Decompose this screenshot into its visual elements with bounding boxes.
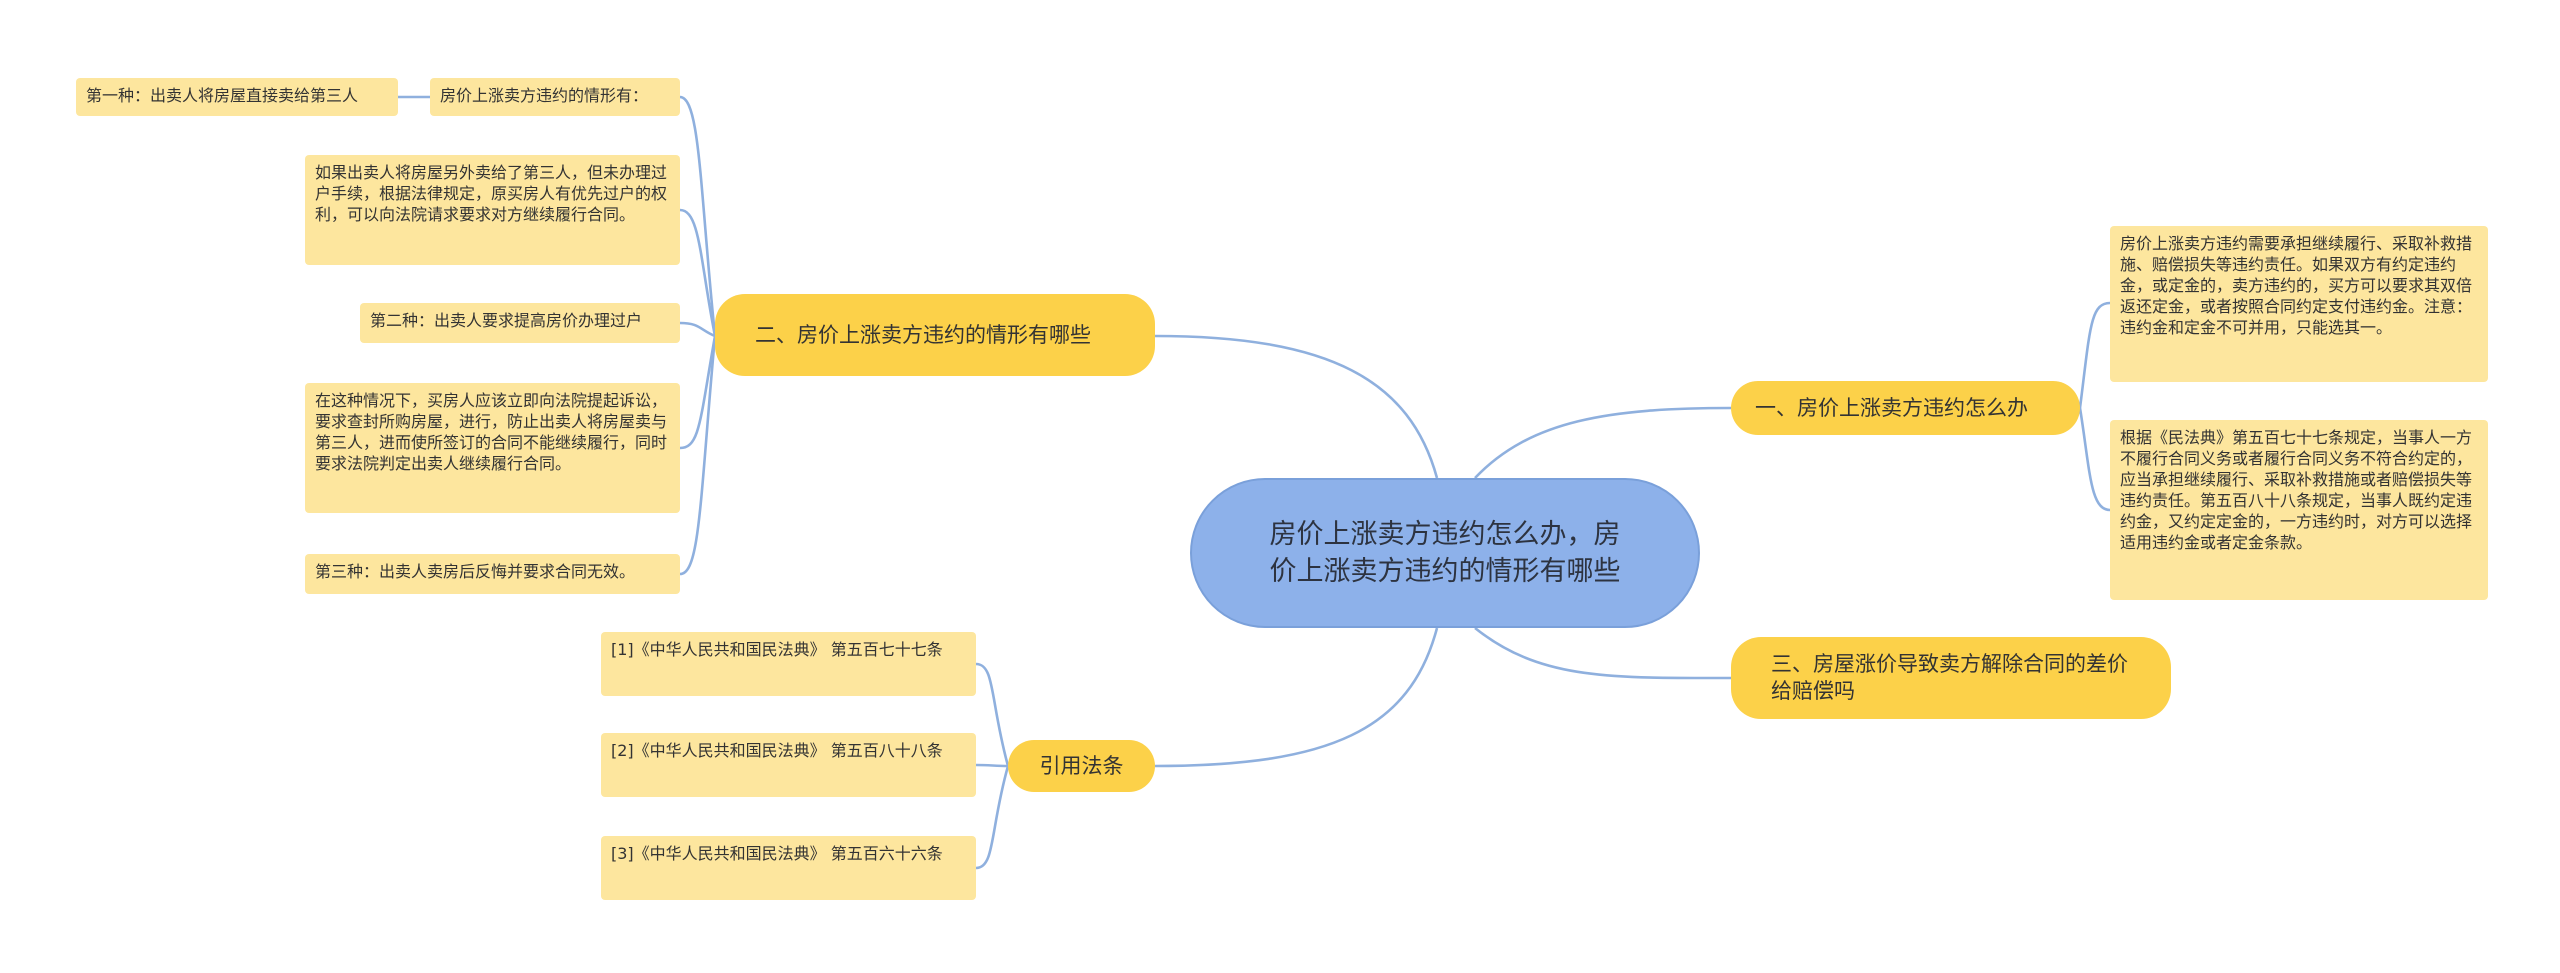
branch-1-leaf-1[interactable]: 房价上涨卖方违约需要承担继续履行、采取补救措施、赔偿损失等违约责任。如果双方有约…	[2110, 226, 2488, 382]
branch-2-leaf-2-text: 如果出卖人将房屋另外卖给了第三人，但未办理过户手续，根据法律规定，原买房人有优先…	[315, 163, 668, 224]
link-b2-leaf2	[679, 208, 717, 337]
branch-2-leaf-1[interactable]: 房价上涨卖方违约的情形有：	[430, 78, 680, 116]
branch-2-sub-leaf[interactable]: 第一种：出卖人将房屋直接卖给第三人	[76, 78, 398, 116]
link-root-b4	[1154, 627, 1439, 768]
branch-2-leaf-5[interactable]: 第三种：出卖人卖房后反悔并要求合同无效。	[305, 554, 680, 594]
branch-1-label: 一、房价上涨卖方违约怎么办	[1755, 395, 2028, 420]
link-b1-leaf1	[2078, 301, 2111, 409]
branch-1-topic[interactable]: 一、房价上涨卖方违约怎么办	[1731, 381, 2080, 435]
branch-2-leaf-2[interactable]: 如果出卖人将房屋另外卖给了第三人，但未办理过户手续，根据法律规定，原买房人有优先…	[305, 155, 680, 265]
link-root-b3	[1474, 626, 1732, 680]
branch-1-leaf-2[interactable]: 根据《民法典》第五百七十七条规定，当事人一方不履行合同义务或者履行合同义务不符合…	[2110, 420, 2488, 600]
root-title: 房价上涨卖方违约怎么办，房价上涨卖方违约的情形有哪些	[1269, 519, 1621, 587]
branch-4-leaf-2[interactable]: [2]《中华人民共和国民法典》 第五百八十八条	[601, 733, 976, 797]
branch-4-topic[interactable]: 引用法条	[1008, 740, 1155, 792]
branch-4-leaf-1[interactable]: [1]《中华人民共和国民法典》 第五百七十七条	[601, 632, 976, 696]
link-root-b2	[1154, 334, 1439, 479]
link-b2-leaf1	[679, 95, 717, 337]
link-b4-leaf1	[975, 662, 1010, 767]
branch-4-leaf-2-text: [2]《中华人民共和国民法典》 第五百八十八条	[611, 741, 943, 760]
link-b1-leaf2	[2078, 407, 2111, 512]
link-root-b1	[1474, 406, 1732, 479]
branch-4-leaf-3-text: [3]《中华人民共和国民法典》 第五百六十六条	[611, 844, 943, 863]
branch-2-leaf-4-text: 在这种情况下，买房人应该立即向法院提起诉讼，要求查封所购房屋，进行，防止出卖人将…	[315, 391, 668, 473]
branch-2-leaf-1-text: 房价上涨卖方违约的情形有：	[440, 86, 649, 105]
branch-2-leaf-4[interactable]: 在这种情况下，买房人应该立即向法院提起诉讼，要求查封所购房屋，进行，防止出卖人将…	[305, 383, 680, 513]
link-b2-leaf3	[679, 321, 716, 338]
branch-3-topic[interactable]: 三、房屋涨价导致卖方解除合同的差价给赔偿吗	[1731, 637, 2171, 719]
branch-1-leaf-2-text: 根据《民法典》第五百七十七条规定，当事人一方不履行合同义务或者履行合同义务不符合…	[2120, 428, 2473, 552]
link-b4-leaf3	[975, 765, 1010, 870]
branch-1-leaf-1-text: 房价上涨卖方违约需要承担继续履行、采取补救措施、赔偿损失等违约责任。如果双方有约…	[2120, 234, 2473, 337]
branch-2-label: 二、房价上涨卖方违约的情形有哪些	[755, 322, 1091, 347]
branch-2-sub-leaf-text: 第一种：出卖人将房屋直接卖给第三人	[86, 86, 359, 105]
branch-2-topic[interactable]: 二、房价上涨卖方违约的情形有哪些	[715, 294, 1155, 376]
root-topic[interactable]: 房价上涨卖方违约怎么办，房价上涨卖方违约的情形有哪些	[1190, 478, 1700, 628]
branch-2-leaf-3-text: 第二种：出卖人要求提高房价办理过户	[370, 311, 643, 330]
branch-2-leaf-5-text: 第三种：出卖人卖房后反悔并要求合同无效。	[315, 562, 636, 581]
branch-4-label: 引用法条	[1039, 753, 1124, 778]
link-b2-leaf4	[679, 335, 717, 450]
branch-4-leaf-1-text: [1]《中华人民共和国民法典》 第五百七十七条	[611, 640, 943, 659]
branch-4-leaf-3[interactable]: [3]《中华人民共和国民法典》 第五百六十六条	[601, 836, 976, 900]
link-b2-leaf5	[679, 335, 717, 576]
branch-2-leaf-3[interactable]: 第二种：出卖人要求提高房价办理过户	[360, 303, 680, 343]
link-b4-leaf2	[975, 763, 1009, 768]
branch-3-label: 三、房屋涨价导致卖方解除合同的差价给赔偿吗	[1771, 652, 2128, 703]
